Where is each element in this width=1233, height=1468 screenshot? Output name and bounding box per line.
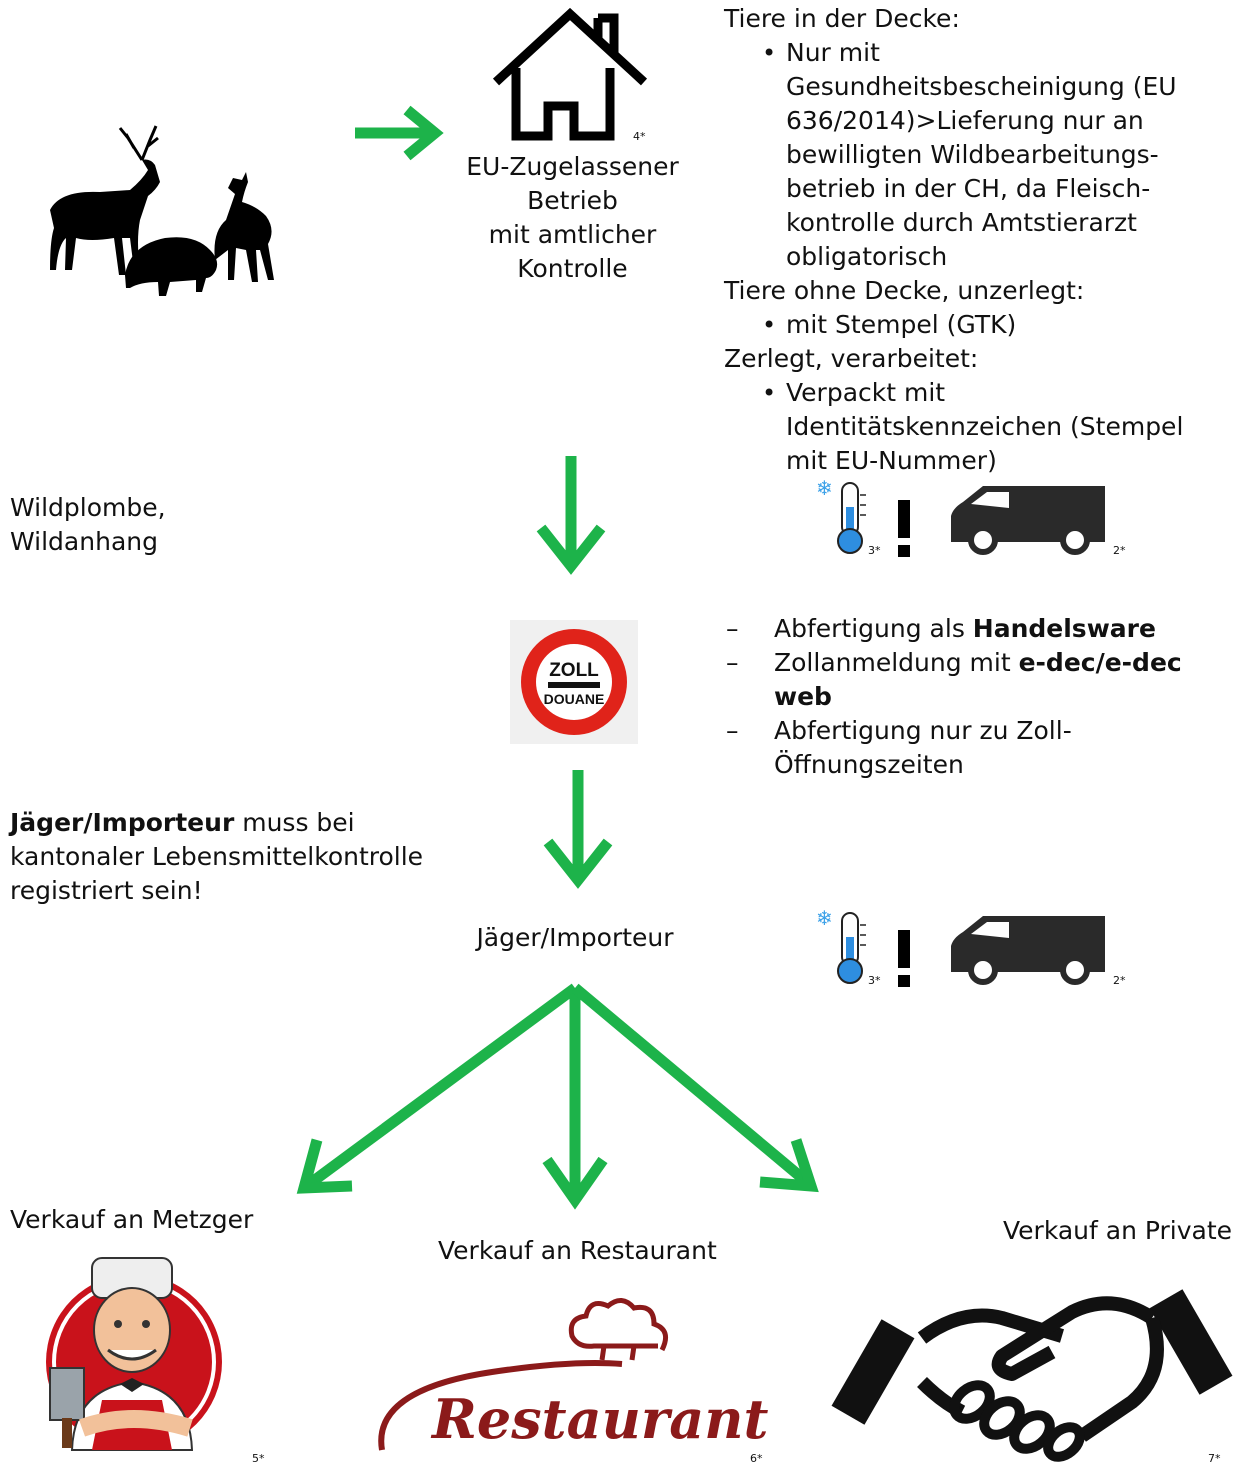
restaurant-footnote: 6*: [750, 1452, 763, 1465]
requirements-block: Tiere in der Decke: Nur mit Gesundheitsb…: [724, 2, 1229, 478]
house-icon: [492, 7, 648, 141]
warning-exclamation-icon: [898, 930, 910, 987]
handshake-icon: [831, 1289, 1233, 1462]
thermometer-footnote: 3*: [868, 974, 881, 987]
customs-list: Abfertigung als Handelsware Zollanmeldun…: [726, 612, 1226, 782]
registration-note: Jäger/Importeur muss bei kantonaler Lebe…: [10, 808, 424, 905]
section-title: Tiere ohne Decke, unzerlegt:: [724, 276, 1085, 305]
list-item: Nur mit Gesundheitsbescheinigung (EU 636…: [724, 36, 1229, 274]
hub-label: Jäger/Importeur: [476, 923, 674, 952]
arrow-down-icon: [536, 456, 606, 575]
butcher-icon: [46, 1257, 222, 1451]
list-item: Abfertigung nur zu Zoll-Öffnungszeiten: [726, 714, 1226, 782]
building-footnote: 4*: [633, 130, 646, 143]
list-item: Zollanmeldung mit e-dec/e-dec web: [726, 646, 1226, 714]
thermometer-cold-icon: ❄: [816, 476, 866, 554]
warning-exclamation-icon: [898, 500, 910, 557]
seal-note: Wildplombe, Wildanhang: [10, 493, 166, 556]
thermometer-footnote: 3*: [868, 544, 881, 557]
list-item: Verpackt mit Identitätskennzeichen (Stem…: [724, 376, 1229, 478]
delivery-van-icon: [951, 486, 1105, 555]
customs-sign-icon: ZOLL DOUANE: [510, 620, 638, 744]
private-footnote: 7*: [1208, 1452, 1221, 1465]
svg-text:❄: ❄: [816, 476, 833, 500]
destination-private-label: Verkauf an Private: [1003, 1216, 1233, 1245]
restaurant-logo-icon: Restaurant: [378, 1298, 769, 1451]
van-footnote: 2*: [1113, 544, 1126, 557]
section-title: Zerlegt, verarbeitet:: [724, 344, 979, 373]
metzger-footnote: 5*: [252, 1452, 265, 1465]
destination-restaurant-label: Verkauf an Restaurant: [438, 1236, 717, 1265]
destination-metzger-label: Verkauf an Metzger: [10, 1205, 254, 1234]
section-title: Tiere in der Decke:: [724, 4, 960, 33]
wild-animals-icon: [50, 125, 274, 296]
van-footnote: 2*: [1113, 974, 1126, 987]
restaurant-logo-text: Restaurant: [430, 1387, 769, 1451]
arrow-down-icon: [543, 770, 613, 889]
list-item: Abfertigung als Handelsware: [726, 612, 1226, 646]
thermometer-cold-icon: ❄: [816, 906, 866, 984]
building-label: EU-Zugelassener Betrieb mit amtlicher Ko…: [466, 152, 679, 283]
arrow-right-icon: [355, 105, 444, 161]
sign-top-text: ZOLL: [549, 660, 599, 681]
delivery-van-icon: [951, 916, 1105, 985]
list-item: mit Stempel (GTK): [724, 308, 1229, 342]
sign-bottom-text: DOUANE: [544, 691, 605, 707]
svg-text:❄: ❄: [816, 906, 833, 930]
